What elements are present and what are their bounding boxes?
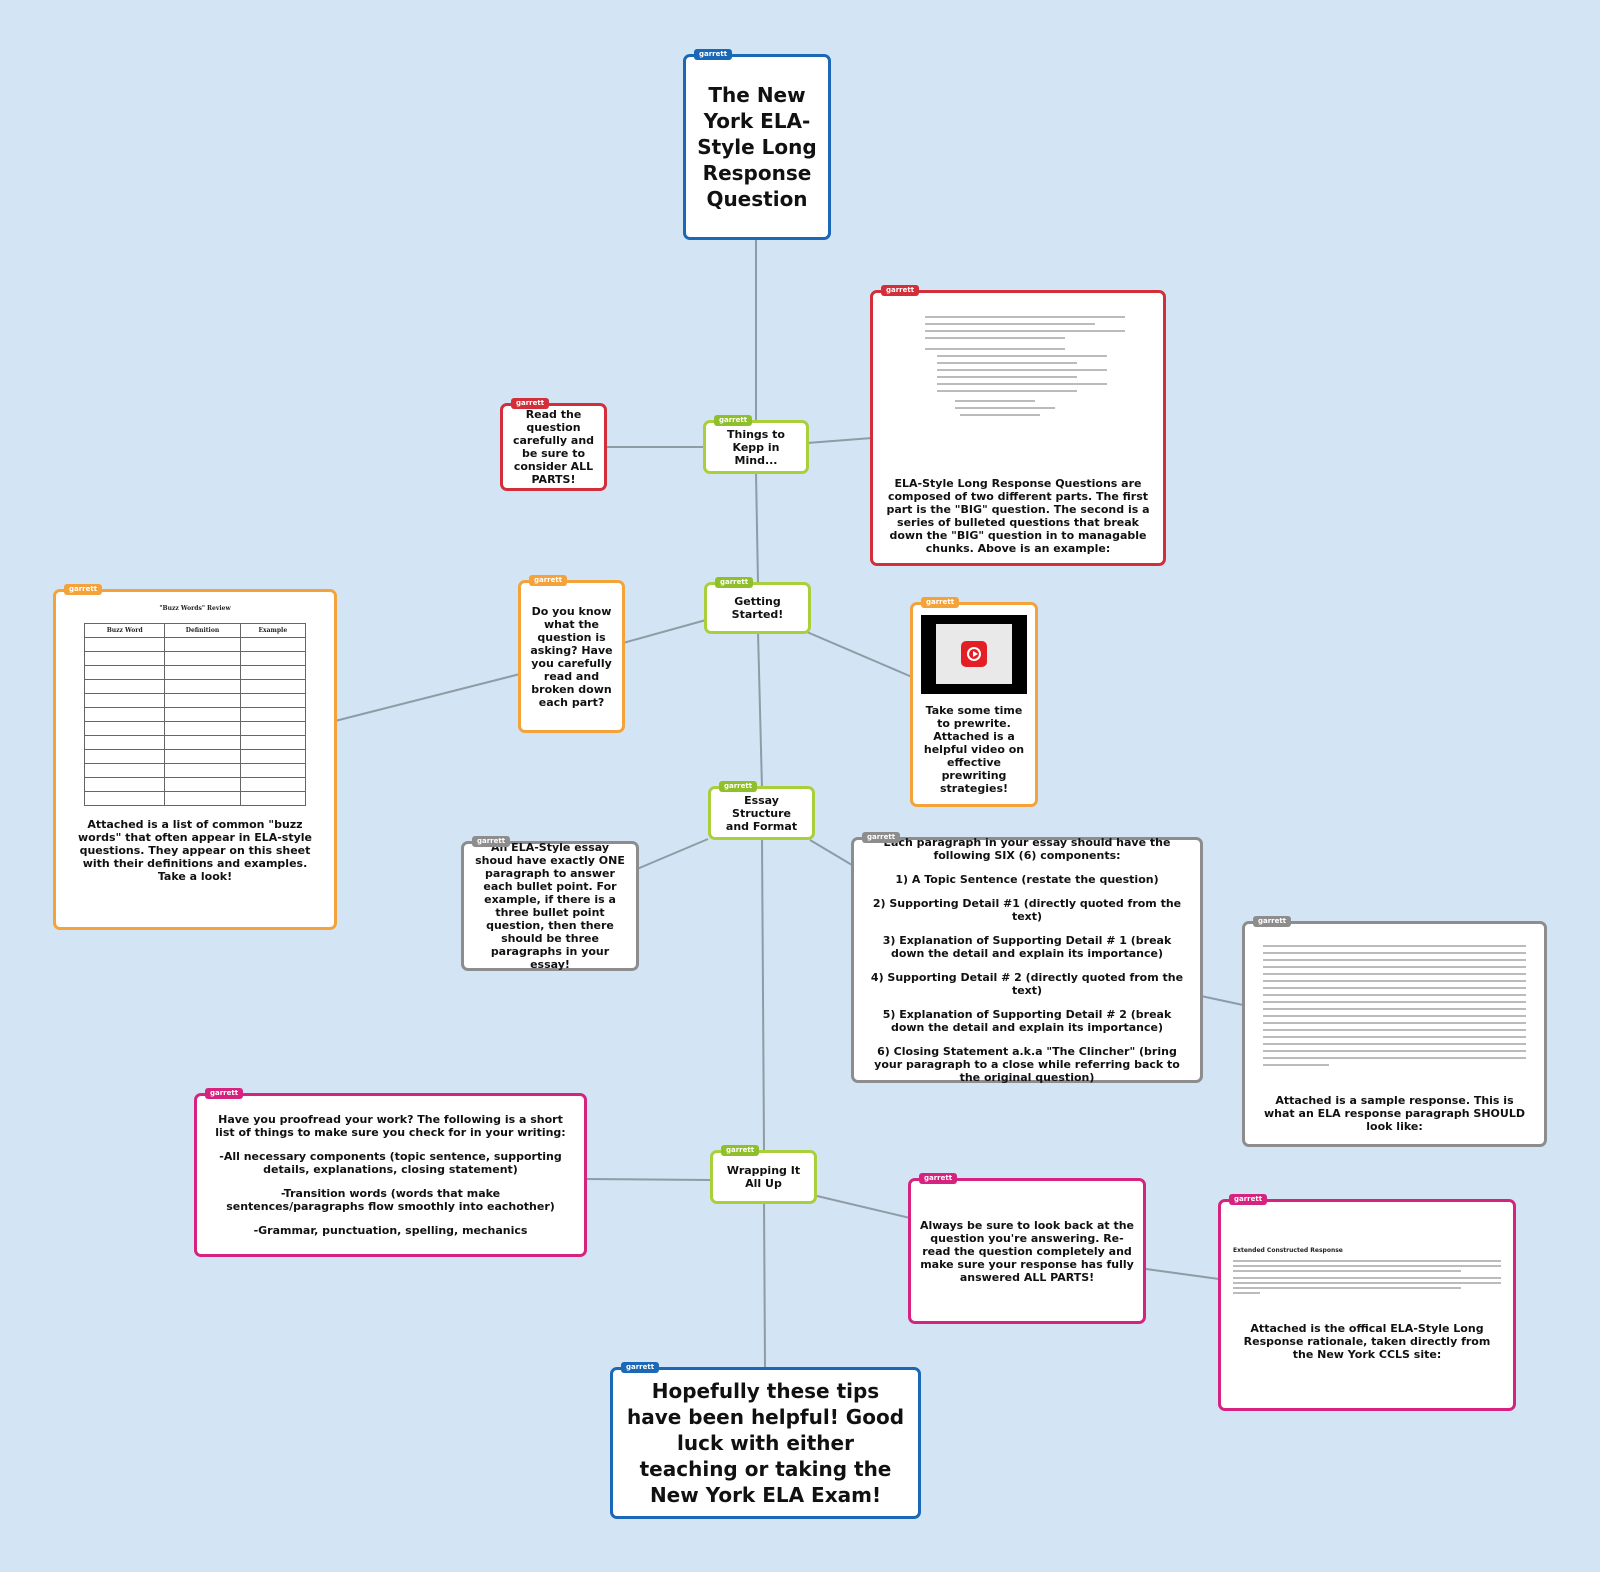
proofread-intro: Have you proofread your work? The follow… [215, 1113, 566, 1139]
rationale-node[interactable]: garrett Extended Constructed Response At… [1218, 1194, 1516, 1411]
do-you-know-node[interactable]: garrett Do you know what the question is… [518, 575, 625, 733]
proofread-node[interactable]: garrett Have you proofread your work? Th… [194, 1088, 587, 1257]
proofread-item: -Transition words (words that make sente… [226, 1187, 555, 1213]
video-thumbnail[interactable] [921, 614, 1027, 694]
sample-response-image[interactable] [1261, 936, 1528, 1086]
component-item: 5) Explanation of Supporting Detail # 2 … [882, 1008, 1172, 1034]
author-tag: garrett [694, 49, 733, 60]
component-item: 4) Supporting Detail # 2 (directly quote… [870, 971, 1184, 997]
author-tag: garrett [919, 1173, 958, 1184]
wrapping-up-node[interactable]: garrett Wrapping It All Up [710, 1145, 817, 1204]
six-components-intro: Each paragraph in your essay should have… [883, 836, 1171, 862]
one-paragraph-node[interactable]: garrett An ELA-Style essay shoud have ex… [461, 836, 639, 971]
title-node[interactable]: garrett The New York ELA-Style Long Resp… [683, 49, 831, 240]
proofread-item: -Grammar, punctuation, spelling, mechani… [253, 1224, 528, 1237]
buzz-words-caption: Attached is a list of common "buzz words… [78, 818, 312, 883]
author-tag: garrett [621, 1362, 660, 1373]
author-tag: garrett [64, 584, 103, 595]
author-tag: garrett [881, 285, 920, 296]
prewrite-caption: Take some time to prewrite. Attached is … [923, 703, 1025, 795]
essay-structure-node[interactable]: garrett Essay Structure and Format [708, 781, 815, 840]
look-back-node[interactable]: garrett Always be sure to look back at t… [908, 1173, 1146, 1324]
component-item: 2) Supporting Detail #1 (directly quoted… [872, 897, 1182, 923]
author-tag: garrett [472, 836, 511, 847]
look-back-text: Always be sure to look back at the quest… [919, 1218, 1135, 1284]
read-question-text: Read the question carefully and be sure … [512, 408, 595, 486]
author-tag: garrett [205, 1088, 244, 1099]
getting-started-text: Getting Started! [731, 595, 784, 621]
one-paragraph-text: An ELA-Style essay shoud have exactly ON… [475, 841, 625, 971]
example-question-image[interactable] [885, 305, 1151, 471]
do-you-know-text: Do you know what the question is asking?… [530, 604, 613, 709]
prewrite-video-node[interactable]: garrett Take some time to prewrite. Atta… [910, 597, 1038, 807]
buzz-header: Example [239, 623, 307, 638]
wrapping-up-text: Wrapping It All Up [726, 1164, 801, 1190]
example-question-node[interactable]: garrett ELA-Style Long Response Question… [870, 285, 1166, 566]
sample-response-caption: Attached is a sample response. This is w… [1264, 1094, 1525, 1133]
author-tag: garrett [1253, 916, 1292, 927]
buzz-words-table: Buzz Word Definition Example [83, 623, 307, 806]
six-components-node[interactable]: garrett Each paragraph in your essay sho… [851, 832, 1203, 1084]
rationale-caption: Attached is the offical ELA-Style Long R… [1243, 1322, 1491, 1361]
buzz-words-node[interactable]: garrett "Buzz Words" Review Buzz Word De… [53, 584, 337, 930]
title-text: The New York ELA-Style Long Response Que… [697, 83, 817, 211]
getting-started-node[interactable]: garrett Getting Started! [704, 577, 811, 634]
author-tag: garrett [1229, 1194, 1268, 1205]
author-tag: garrett [921, 597, 960, 608]
author-tag: garrett [529, 575, 568, 586]
component-item: 6) Closing Statement a.k.a "The Clincher… [874, 1045, 1180, 1084]
buzz-header: Buzz Word [83, 623, 166, 638]
author-tag: garrett [719, 781, 758, 792]
author-tag: garrett [721, 1145, 760, 1156]
closing-node[interactable]: garrett Hopefully these tips have been h… [610, 1362, 921, 1519]
author-tag: garrett [862, 832, 901, 843]
component-item: 3) Explanation of Supporting Detail # 1 … [882, 934, 1172, 960]
read-question-node[interactable]: garrett Read the question carefully and … [500, 398, 607, 491]
example-question-caption: ELA-Style Long Response Questions are co… [886, 477, 1150, 555]
component-item: 1) A Topic Sentence (restate the questio… [895, 873, 1159, 886]
proofread-item: -All necessary components (topic sentenc… [219, 1150, 562, 1176]
buzz-words-sheet[interactable]: "Buzz Words" Review Buzz Word Definition… [76, 602, 314, 806]
author-tag: garrett [511, 398, 550, 409]
essay-structure-text: Essay Structure and Format [725, 793, 798, 833]
play-icon[interactable] [961, 641, 987, 667]
sample-response-node[interactable]: garrett Attached is a sample response. T… [1242, 916, 1547, 1147]
closing-text: Hopefully these tips have been helpful! … [627, 1379, 905, 1507]
buzz-sheet-title: "Buzz Words" Review [159, 605, 231, 612]
buzz-header: Definition [164, 623, 241, 638]
things-to-keep-text: Things to Kepp in Mind... [726, 427, 785, 467]
rationale-image[interactable]: Extended Constructed Response [1233, 1216, 1501, 1308]
author-tag: garrett [715, 577, 754, 588]
author-tag: garrett [714, 415, 753, 426]
rationale-heading: Extended Constructed Response [1233, 1247, 1343, 1254]
things-to-keep-node[interactable]: garrett Things to Kepp in Mind... [703, 415, 809, 474]
